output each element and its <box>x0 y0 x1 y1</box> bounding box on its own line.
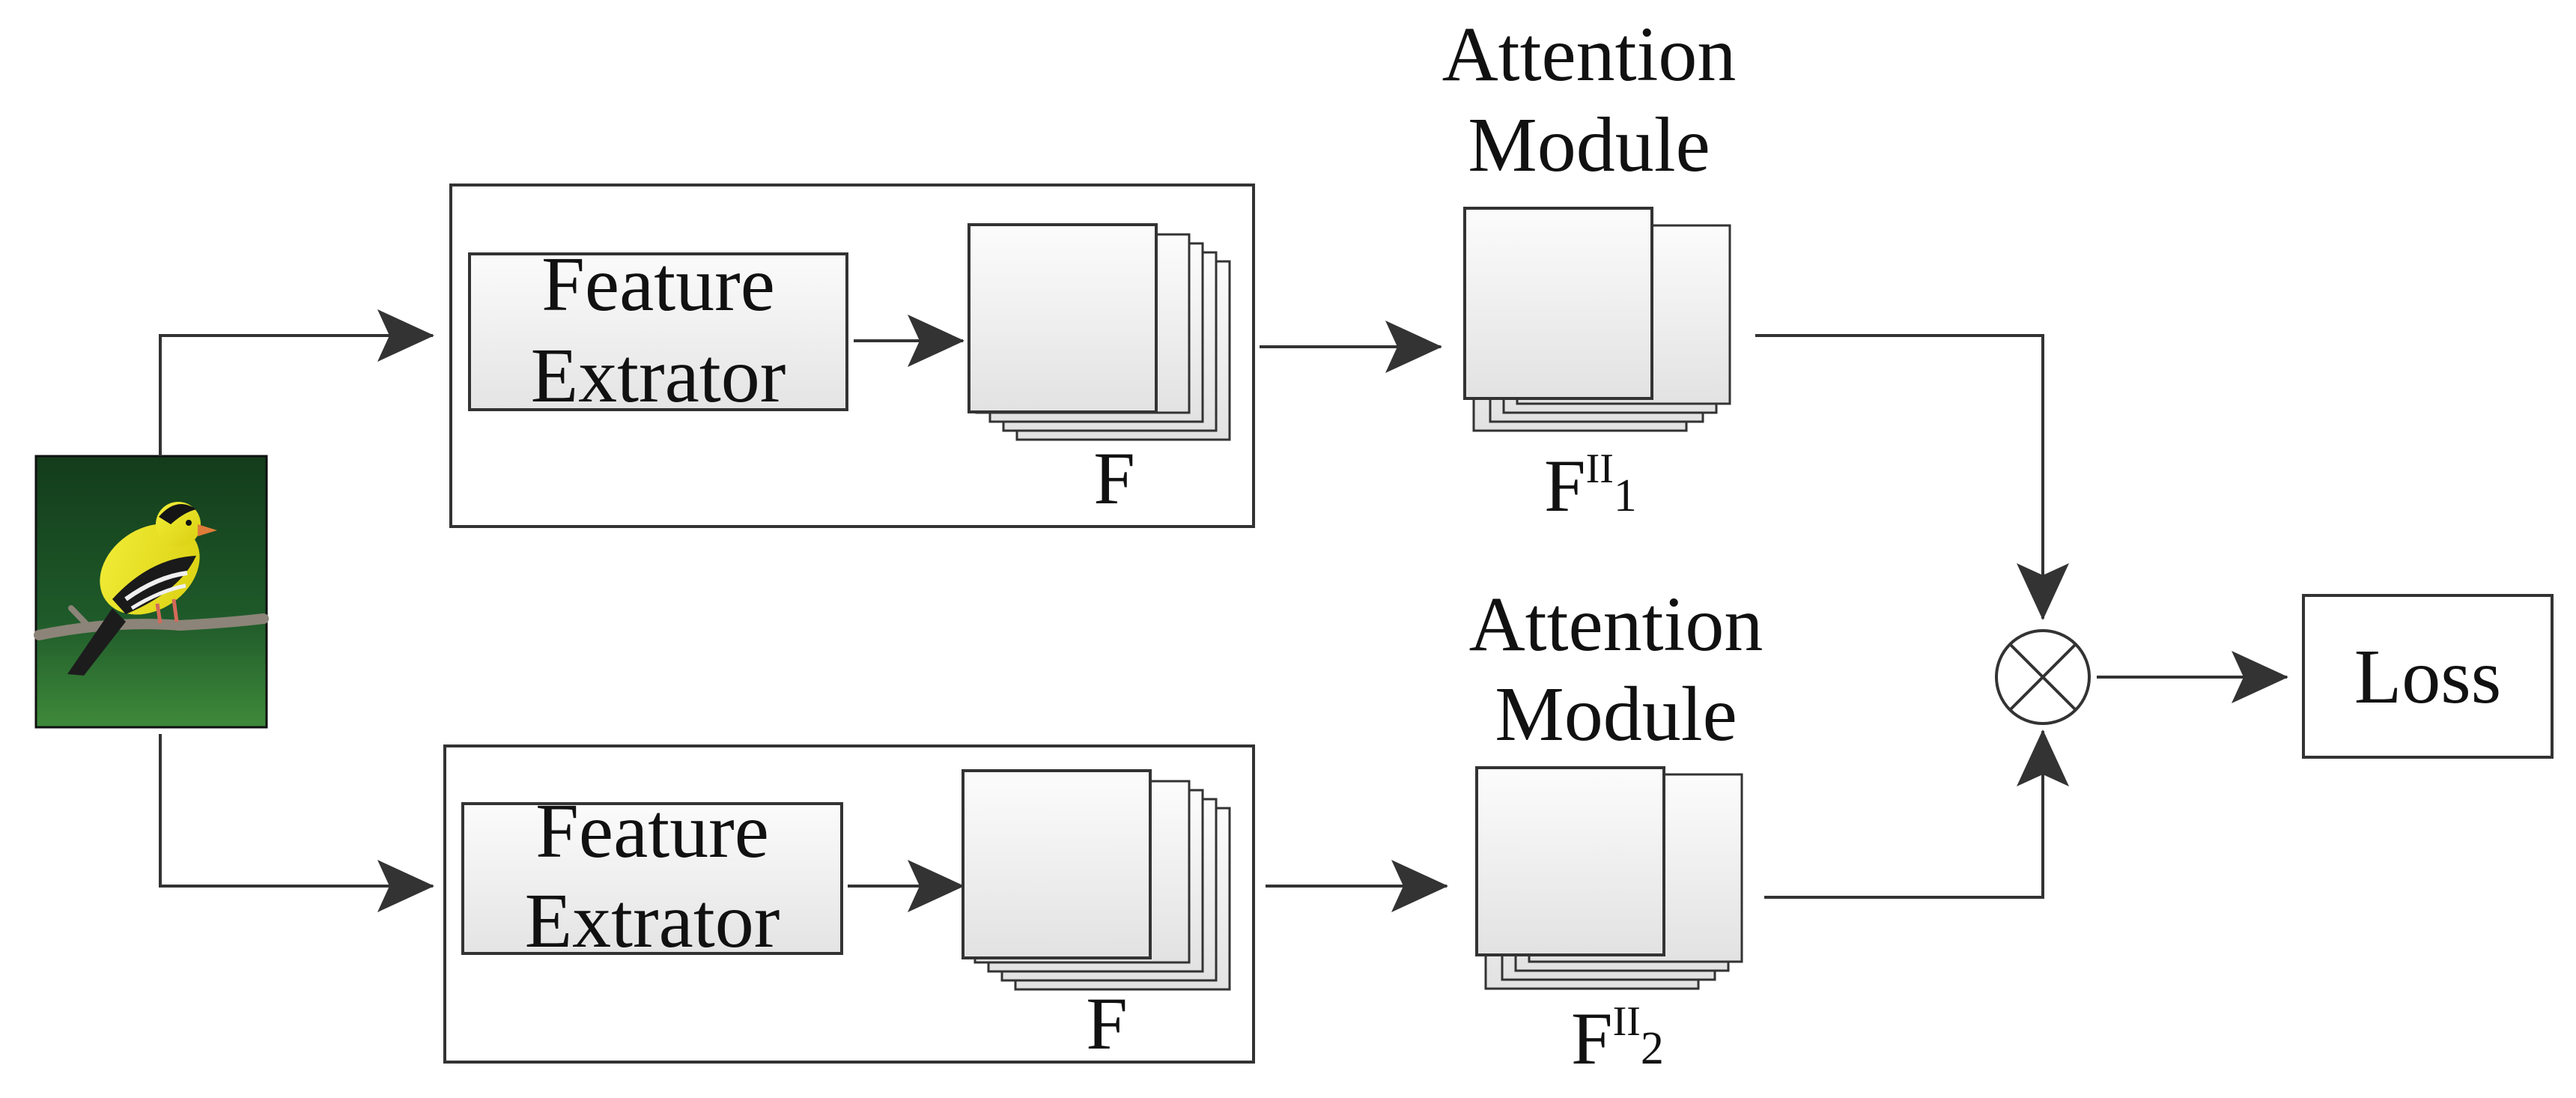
bottom-attention-title-line1: Attention <box>1469 581 1764 667</box>
top-branch-container <box>449 183 1255 528</box>
bottom-attention-output-sub: 2 <box>1641 1023 1664 1074</box>
circled-times-icon <box>1995 629 2091 725</box>
top-branch: Feature Extrator F Attention Module FII1 <box>449 11 2069 620</box>
bottom-branch-container <box>443 744 1255 1064</box>
top-feature-extractor-line2: Extrator <box>531 333 786 419</box>
top-feature-map-label: F <box>1093 437 1135 520</box>
top-attention-title-line2: Module <box>1468 102 1710 188</box>
bottom-attention-output-base: F <box>1571 997 1613 1080</box>
loss-box: Loss <box>2302 594 2554 759</box>
connector-image-to-top-branch <box>159 309 434 456</box>
input-image <box>34 455 269 729</box>
bottom-feature-extractor: Feature Extrator <box>461 788 843 964</box>
top-attention-title-line1: Attention <box>1442 11 1737 97</box>
bottom-feature-extractor-line1: Feature <box>535 788 769 874</box>
connector-bottom-attention-to-combine <box>1764 730 2069 899</box>
connector-top-attention-to-combine <box>1755 334 2069 620</box>
top-attention-output-sup: II <box>1586 446 1614 492</box>
bottom-branch: Feature Extrator F Attention Module FII2 <box>443 581 2069 1080</box>
top-attention-output-base: F <box>1544 444 1586 527</box>
top-feature-extractor-line1: Feature <box>541 241 775 327</box>
bottom-attention-output-label: FII2 <box>1571 997 1664 1080</box>
top-attention-output-sub: 1 <box>1614 470 1637 521</box>
bottom-attention-title-line2: Module <box>1495 671 1737 757</box>
connector-image-to-bottom-branch <box>159 734 434 912</box>
bottom-feature-map-stack <box>962 769 1231 991</box>
bird-icon <box>34 502 269 676</box>
loss-label: Loss <box>2354 634 2501 720</box>
top-feature-extractor: Feature Extrator <box>468 241 848 419</box>
top-attention-module-stack <box>1463 207 1731 432</box>
bottom-feature-map-label: F <box>1086 982 1128 1065</box>
bottom-attention-module-stack <box>1475 766 1743 990</box>
bottom-feature-extractor-line2: Extrator <box>525 878 780 964</box>
top-attention-output-label: FII1 <box>1544 444 1637 527</box>
top-feature-map-stack <box>967 223 1231 441</box>
bottom-attention-output-sup: II <box>1613 998 1641 1045</box>
